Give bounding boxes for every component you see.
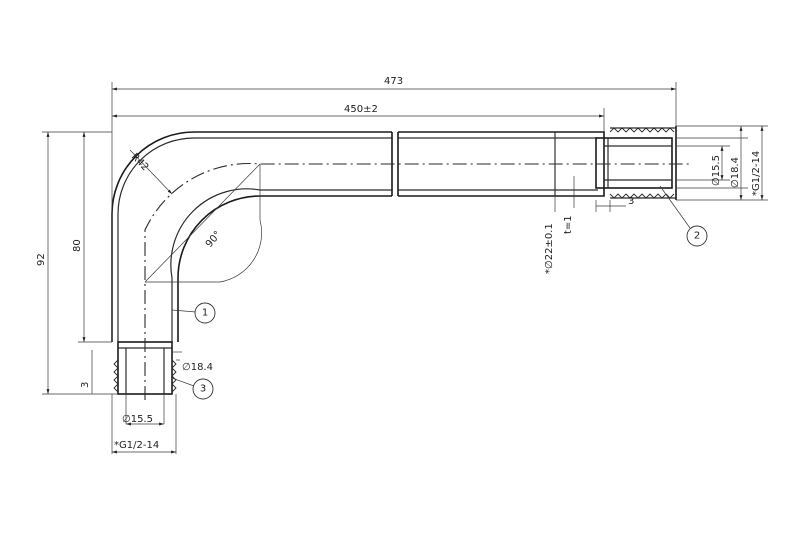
callouts: 1 2 3 — [171, 185, 708, 400]
dim-bottom-thread-minor: ∅18.4 — [182, 362, 213, 373]
dim-bend-angle: 90° — [204, 229, 224, 250]
dim-overall-length: 473 — [384, 76, 403, 87]
dim-bend-height: 80 — [72, 239, 83, 252]
callout-2-circle — [686, 225, 708, 247]
dim-right-thread-spec: *G1/2-14 — [751, 151, 762, 196]
callout-1-label: 1 — [202, 308, 208, 319]
dim-end-offset: 3 — [80, 382, 91, 388]
dim-bottom-thread-spec: *G1/2-14 — [114, 440, 159, 451]
dim-overall-height: 92 — [36, 253, 47, 266]
right-fitting — [595, 126, 677, 200]
dim-tube-length: 450±2 — [344, 104, 378, 115]
callout-3-label: 3 — [200, 384, 206, 395]
callout-3-circle — [192, 378, 214, 400]
callout-2-label: 2 — [694, 231, 700, 242]
dim-right-bore: ∅15.5 — [711, 155, 722, 186]
center-lines — [144, 162, 690, 400]
dim-wall-thickness: t=1 — [563, 215, 574, 234]
dimensions: 473 450±2 92 80 3 R42 90° ∅15.5 ∅18.4 — [36, 76, 768, 454]
dim-right-thread-minor: ∅18.4 — [730, 157, 741, 188]
dim-bottom-bore: ∅15.5 — [122, 414, 153, 425]
callout-1-circle — [194, 302, 216, 324]
dim-tube-od: *∅22±0.1 — [544, 223, 555, 274]
dim-fitting-length: 3 — [628, 196, 634, 207]
